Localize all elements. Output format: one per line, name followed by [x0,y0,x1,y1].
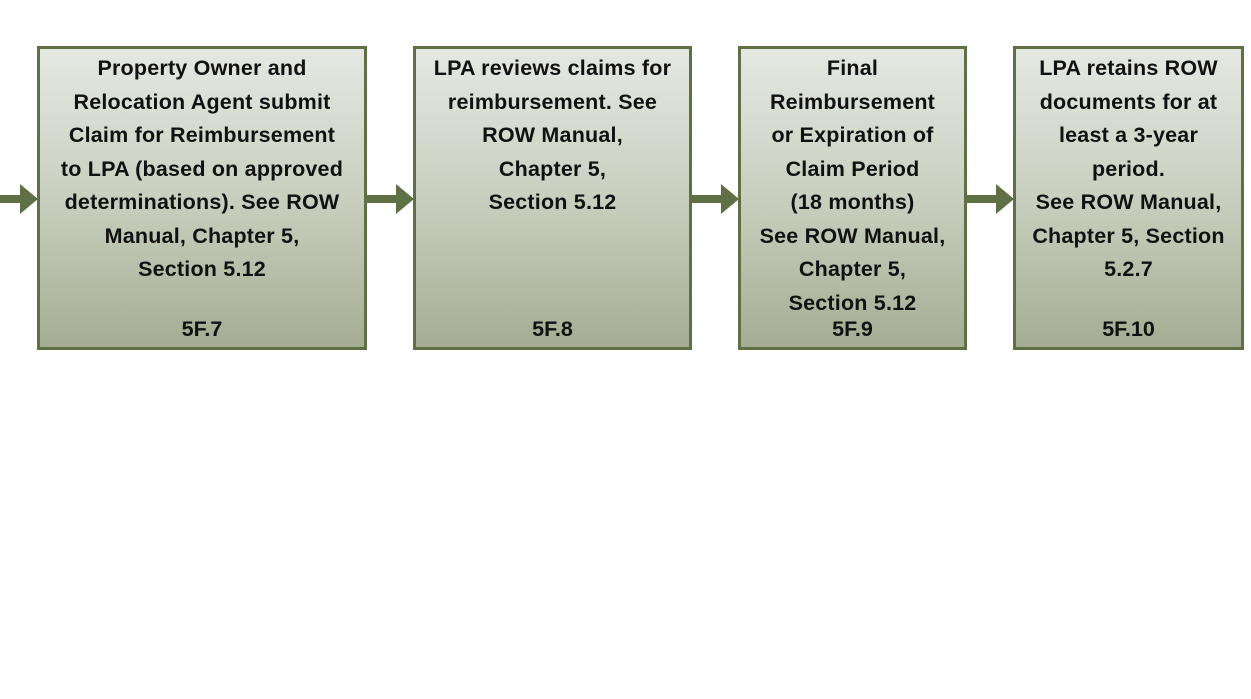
step-text: LPA retains ROW documents for at least a 3… [1016,52,1241,287]
step-text-line: See ROW Manual, [1035,190,1222,214]
arrow-5f7-to-5f8 [366,184,414,214]
step-text-line: Chapter 5, Section [1032,223,1225,248]
step-text-line: least a 3-year [1058,123,1199,147]
step-text-line: Property Owner and [97,56,307,80]
step-text-line: Section 5.12 [488,190,617,214]
step-box-5f10: LPA retains ROW documents for at least a 3… [1013,46,1244,350]
step-text-line: Section 5.12 [788,290,917,315]
step-text-line: period. [1091,156,1166,181]
step-text-line: reimbursement. See [447,89,658,114]
step-text-line: determinations). See ROW [64,190,340,214]
step-text-line: 5.2.7 [1104,257,1153,281]
step-code: 5F.9 [832,317,873,341]
step-text: LPA reviews claims for reimbursement. See… [416,52,689,220]
arrow-5f8-to-5f9 [691,184,739,214]
step-text-line: Claim Period [785,156,920,181]
step-text-line: Manual, Chapter 5, [104,223,300,248]
step-code: 5F.7 [181,317,223,341]
step-text-line: documents for at [1039,89,1218,114]
step-code: 5F.10 [1102,317,1155,341]
step-text-line: to LPA (based on approved [60,156,344,181]
step-text-line: Reimbursement [769,89,936,114]
step-text-line: or Expiration of [771,123,934,147]
step-text-line: Chapter 5, [498,156,607,181]
step-text-line: (18 months) [790,190,915,214]
step-text-line: See ROW Manual, [759,223,946,248]
step-code: 5F.8 [532,317,573,341]
step-text-line: Final [826,56,879,80]
arrow-into-5f7 [0,184,38,214]
arrow-5f9-to-5f10 [966,184,1014,214]
step-text-line: Claim for Reimbursement [68,123,336,147]
step-box-5f8: LPA reviews claims for reimbursement. See… [413,46,692,350]
step-text-line: LPA retains ROW [1039,56,1218,80]
step-text-line: Section 5.12 [138,257,266,281]
step-text-line: ROW Manual, [482,123,623,147]
step-text-line: LPA reviews claims for [433,56,672,80]
step-text-line: Chapter 5, [798,257,907,281]
step-text-line: Relocation Agent submit [73,89,331,114]
